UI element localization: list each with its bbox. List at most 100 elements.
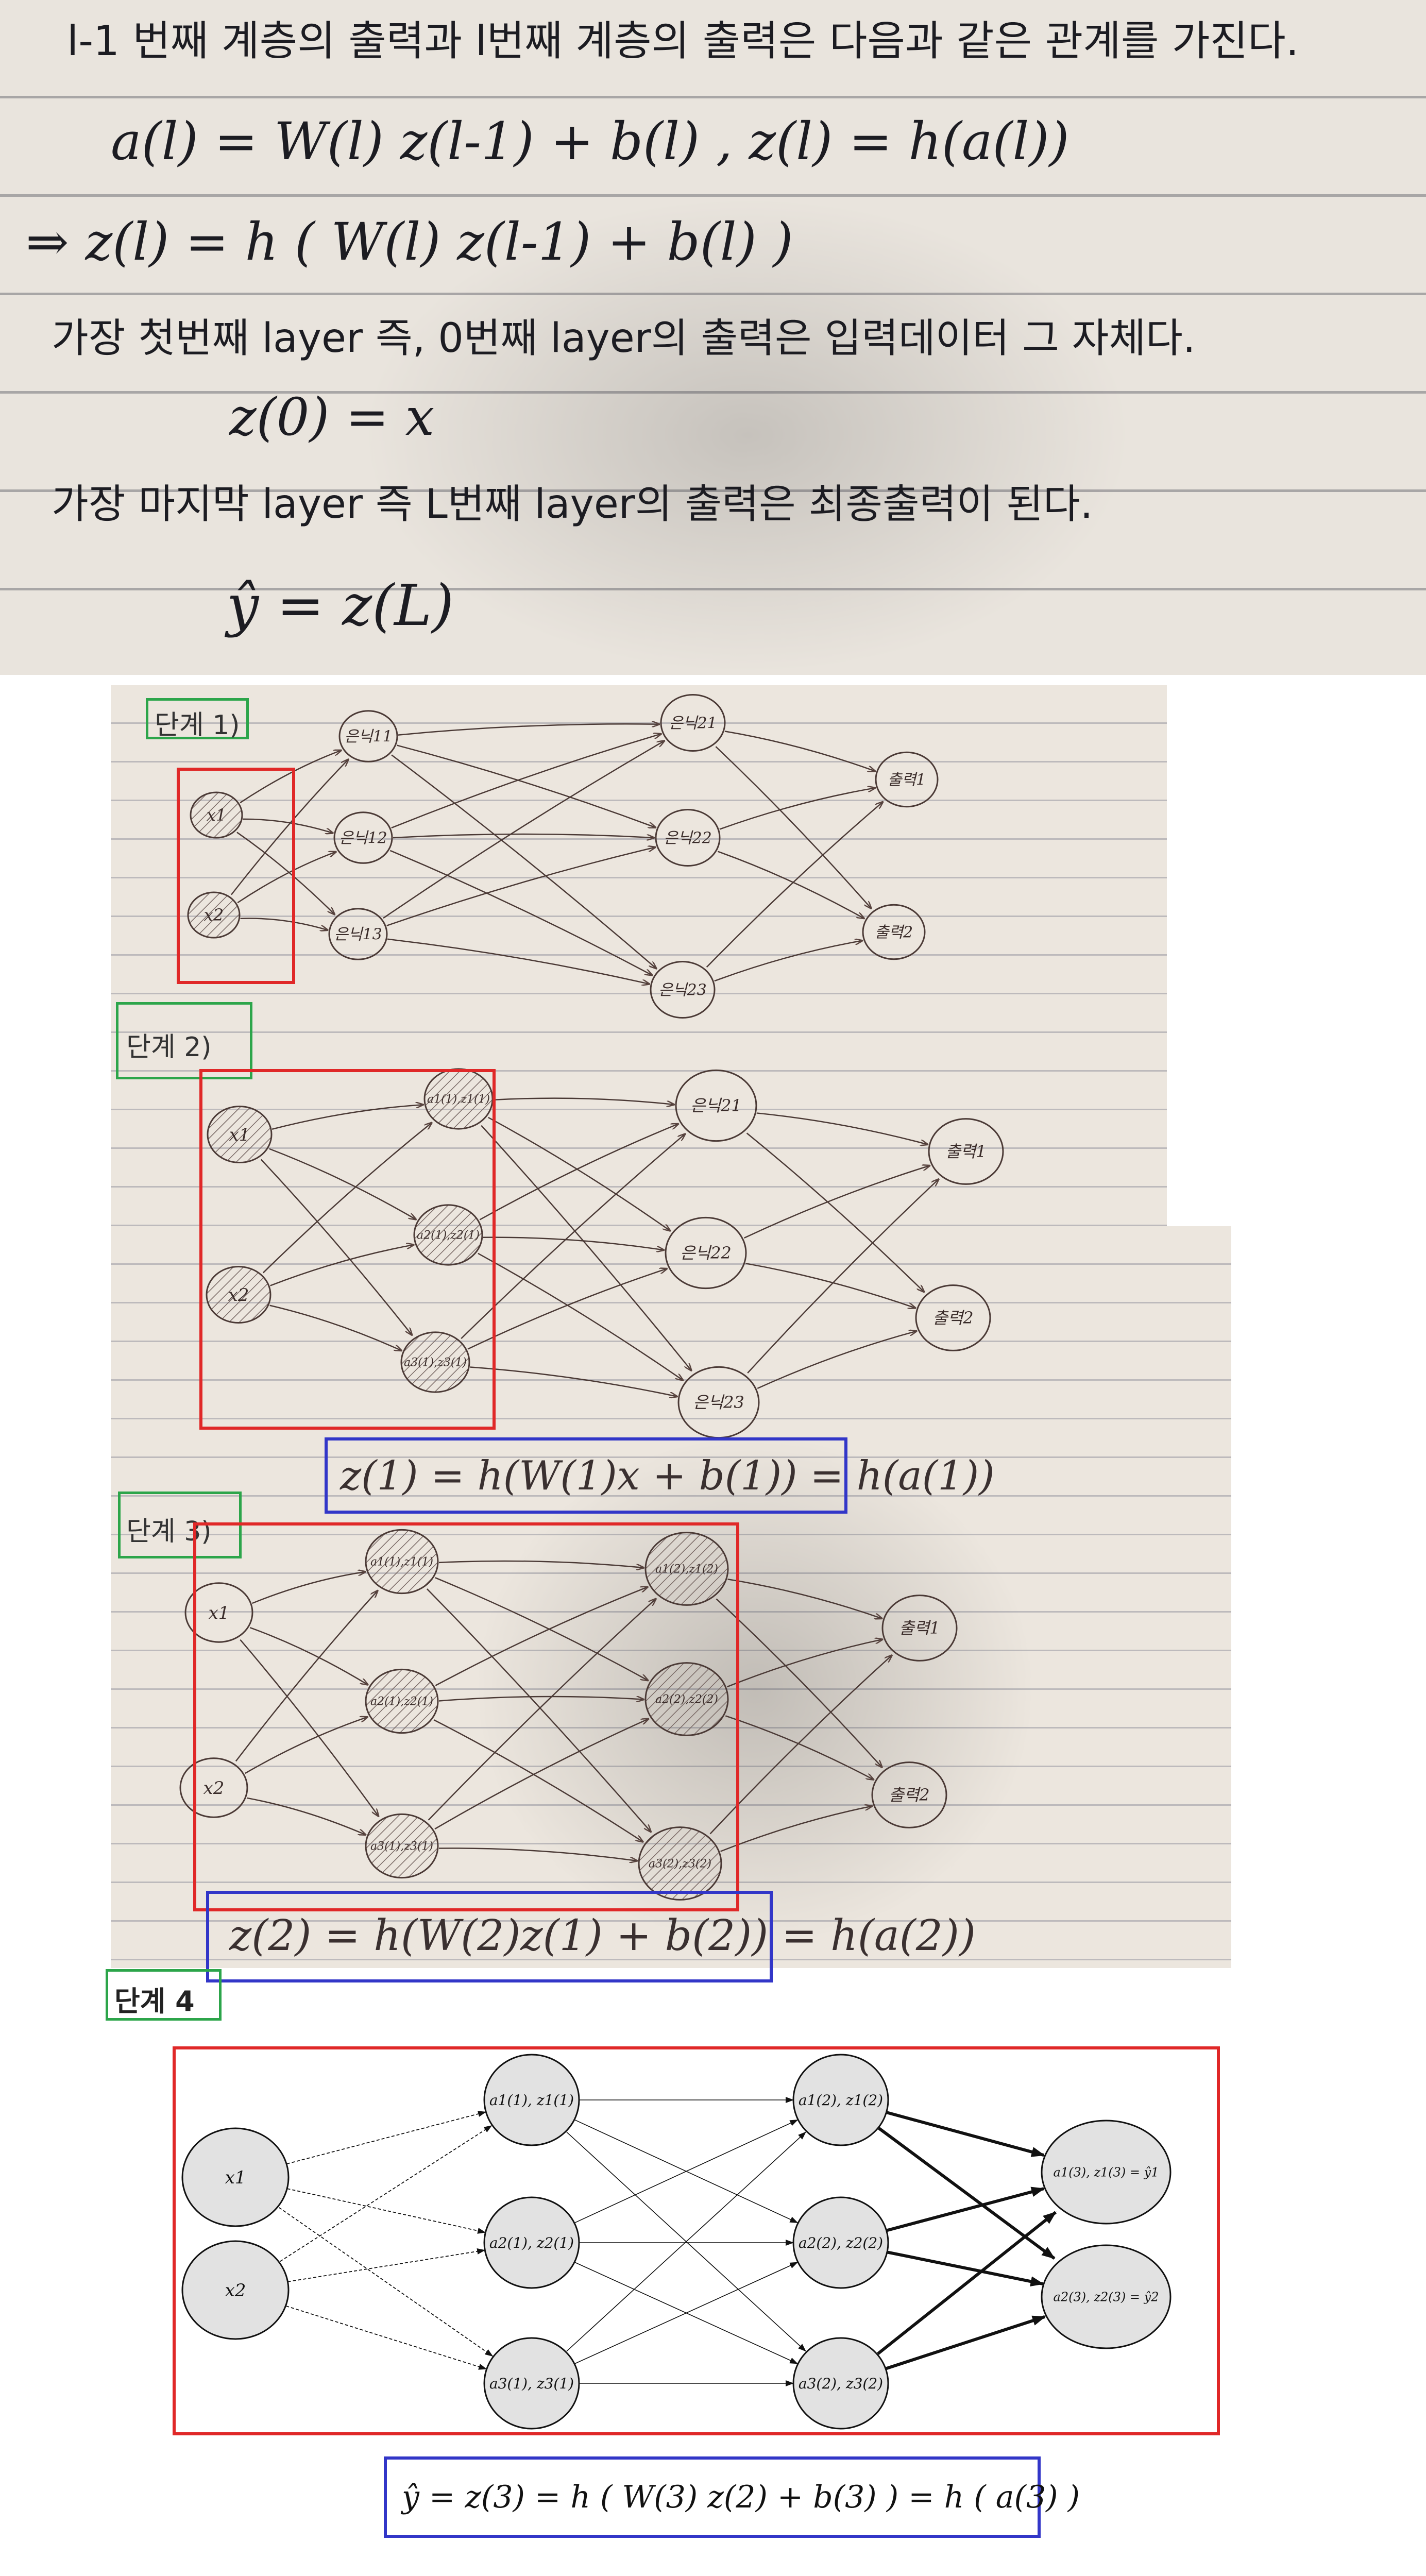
sketch-edge — [246, 1797, 365, 1835]
sketch-node — [644, 1532, 729, 1606]
sketch-edge — [438, 1848, 637, 1860]
sketch-edge — [747, 1179, 938, 1374]
sketch-node-label: 은닉22 — [680, 1243, 732, 1263]
network-edge — [574, 2119, 799, 2224]
output-node — [1041, 2120, 1172, 2225]
final-network-box — [173, 2046, 1220, 2435]
sketch-node-label: 출력2 — [889, 1785, 929, 1805]
sketch-edge — [746, 1132, 924, 1292]
sketch-node-label: 은닉23 — [658, 981, 706, 999]
sketch-node-label: a2(1),z2(1) — [417, 1229, 480, 1242]
sketch-edge — [715, 746, 871, 908]
sketch-edge — [706, 802, 883, 968]
sketch-edge — [716, 1598, 882, 1767]
network-edge — [287, 2188, 486, 2234]
sketch-node — [862, 904, 926, 960]
sketch-edge — [269, 1304, 401, 1351]
photo-shadow — [471, 1432, 1038, 1947]
network-edge — [887, 2250, 1044, 2287]
network-edge — [566, 2131, 806, 2352]
sketch-edge — [262, 1123, 432, 1274]
sketch-edge — [252, 1572, 365, 1604]
sketch-node-label: 은닉23 — [693, 1393, 744, 1412]
sketch-node-label: x2 — [203, 1778, 225, 1799]
sketch-edge — [433, 1719, 642, 1841]
sketch-networks: x1x2은닉11은닉12은닉13은닉21은닉22은닉23출력1출력2x1x2a1… — [179, 693, 1004, 1901]
sketch-node — [328, 908, 388, 960]
network-edge — [286, 2111, 486, 2164]
sketch-node — [365, 1529, 439, 1595]
sketch-edge — [270, 1245, 414, 1286]
sketch-node-label: 은닉11 — [344, 728, 392, 746]
sketch-node — [365, 1813, 439, 1879]
output-node-label: a2(3), z2(3) = ŷ2 — [1054, 2290, 1159, 2304]
sketch-node-label: a1(1),z1(1) — [427, 1093, 490, 1106]
sketch-node — [881, 1595, 958, 1662]
sketch-node-label: a2(2),z2(2) — [655, 1693, 718, 1706]
sketch-edge — [744, 1166, 930, 1239]
network-edge — [886, 2187, 1045, 2232]
sketch-edge — [391, 754, 656, 968]
sketch-node-label: a3(1),z3(1) — [370, 1840, 433, 1853]
sketch-edge — [719, 788, 875, 830]
hidden1-node-label: a1(1), z1(1) — [489, 2092, 574, 2109]
sketch-photo-edge — [1167, 1226, 1231, 1968]
sketch-edge — [725, 1715, 873, 1780]
sketch-node-label: a2(1),z2(1) — [370, 1696, 433, 1708]
sketch-node — [665, 1216, 747, 1290]
sketch-node-label: a3(1),z3(1) — [404, 1357, 467, 1369]
notes-line-1: l-1 번째 계층의 출력과 l번째 계층의 출력은 다음과 같은 관계를 가진… — [67, 17, 1299, 65]
network-edge — [279, 2207, 494, 2357]
sketch-edge — [391, 734, 661, 829]
network-edge — [287, 2248, 486, 2282]
hidden2-node — [792, 2196, 889, 2289]
hidden1-node — [483, 2337, 580, 2430]
sketch-node — [365, 1668, 439, 1734]
sketch-node — [655, 808, 721, 867]
sketch-node-label: 출력2 — [932, 1308, 973, 1328]
sketch-edge — [271, 1105, 423, 1130]
sketch-node-label: 출력1 — [888, 771, 926, 789]
sketch-node-label: 은닉21 — [690, 1096, 742, 1115]
sketch-edge — [435, 1577, 648, 1680]
sketch-edge — [478, 1252, 683, 1380]
sketch-node-label: x2 — [228, 1285, 249, 1306]
step4-label-box — [106, 1969, 222, 2021]
step2-formula-box — [325, 1437, 847, 1514]
sketch-node — [871, 1761, 947, 1828]
sketch-node-label: x1 — [207, 805, 226, 825]
sketch-node — [875, 751, 939, 808]
final-formula: ŷ = z(3) = h ( W(3) z(2) + b(3) ) = h ( … — [402, 2479, 1080, 2515]
step4-label: 단계 4 — [114, 1985, 195, 2018]
sketch-edge — [726, 1639, 882, 1688]
sketch-edge — [386, 848, 655, 926]
sketch-node-label: a3(2),z3(2) — [649, 1858, 711, 1871]
input-node-label: x2 — [225, 2280, 246, 2301]
hidden2-node-label: a3(2), z3(2) — [799, 2375, 883, 2392]
input-node-label: x1 — [225, 2167, 246, 2188]
photo-shadow — [361, 196, 1133, 675]
hidden1-node-label: a2(1), z2(1) — [489, 2234, 574, 2251]
step2-label: 단계 2) — [126, 1032, 212, 1063]
output-node — [1041, 2244, 1172, 2349]
sketch-node — [400, 1331, 470, 1393]
sketch-edge — [438, 1560, 643, 1568]
sketch-edge — [398, 724, 659, 736]
network-edge — [877, 2211, 1057, 2355]
sketch-edge — [717, 851, 864, 919]
sketch-edge — [724, 731, 875, 771]
sketch-node — [207, 1105, 273, 1164]
sketch-node — [928, 1118, 1004, 1185]
notes-line-6: 가장 마지막 layer 즉 L번째 layer의 출력은 최종출력이 된다. — [52, 481, 1093, 528]
sketch-edge — [426, 1588, 651, 1832]
sketch-edge — [389, 850, 652, 975]
step2-highlight-box — [199, 1069, 496, 1430]
input-node — [181, 2240, 290, 2340]
sketch-edge — [709, 1655, 891, 1835]
sketch-node-label: x1 — [209, 1603, 230, 1623]
sketch-node-label: 출력2 — [875, 924, 913, 942]
sketch-node-label: a1(1),z1(1) — [370, 1556, 433, 1569]
sketch-node — [644, 1662, 729, 1736]
hidden2-node — [792, 2054, 889, 2146]
sketch-node — [206, 1265, 271, 1324]
